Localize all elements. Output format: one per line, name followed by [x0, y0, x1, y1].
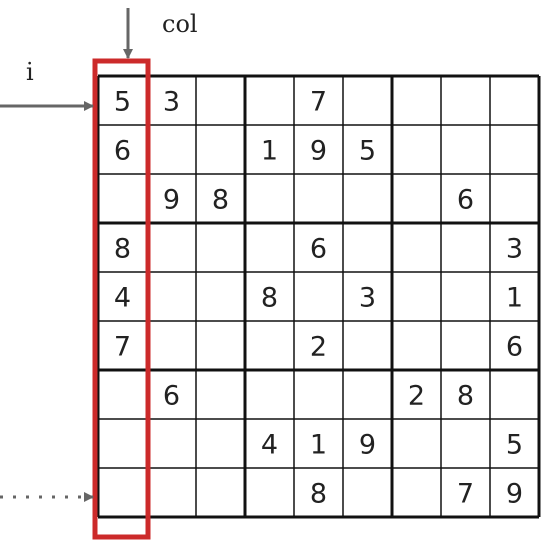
sudoku-cell-digit: 3	[163, 87, 180, 118]
sudoku-cell-digit: 8	[457, 381, 474, 412]
sudoku-cell-digit: 1	[261, 136, 278, 167]
sudoku-cell-digit: 6	[457, 185, 474, 216]
sudoku-cell-digit: 9	[310, 136, 327, 167]
col-label: col	[162, 10, 198, 38]
sudoku-cell-digit: 6	[310, 234, 327, 265]
sudoku-cell-digit: 2	[408, 381, 425, 412]
sudoku-cell-digit: 7	[310, 87, 327, 118]
sudoku-cell-digit: 8	[310, 479, 327, 510]
sudoku-cell-digit: 3	[359, 283, 376, 314]
sudoku-cell-digit: 1	[506, 283, 523, 314]
sudoku-cell-digit: 6	[114, 136, 131, 167]
sudoku-cell-digit: 9	[359, 430, 376, 461]
sudoku-cell-digit: 7	[114, 332, 131, 363]
sudoku-cell-digit: 4	[114, 283, 131, 314]
sudoku-cell-digit: 9	[506, 479, 523, 510]
sudoku-cell-digit: 5	[506, 430, 523, 461]
sudoku-cell-digit: 5	[114, 87, 131, 118]
sudoku-cell-digit: 3	[506, 234, 523, 265]
sudoku-grid-lines	[96, 74, 541, 519]
sudoku-cell-digit: 2	[310, 332, 327, 363]
sudoku-cell-digit: 9	[163, 185, 180, 216]
row-label: i	[26, 58, 34, 86]
sudoku-cell-digit: 1	[310, 430, 327, 461]
sudoku-cell-digit: 8	[212, 185, 229, 216]
sudoku-cell-digit: 6	[163, 381, 180, 412]
sudoku-cell-digit: 6	[506, 332, 523, 363]
highlighted-column-box	[92, 58, 151, 540]
sudoku-cell-digit: 8	[261, 283, 278, 314]
sudoku-cell-digit: 8	[114, 234, 131, 265]
sudoku-cell-digit: 5	[359, 136, 376, 167]
sudoku-cell-digit: 7	[457, 479, 474, 510]
sudoku-digits: 5 3 7 6 1 9 5 9 8 6 8 6 3 4 8 3 1 7 2 6 6 2 8 4 1 9 5 8 7 9	[114, 87, 523, 510]
sudoku-cell-digit: 4	[261, 430, 278, 461]
